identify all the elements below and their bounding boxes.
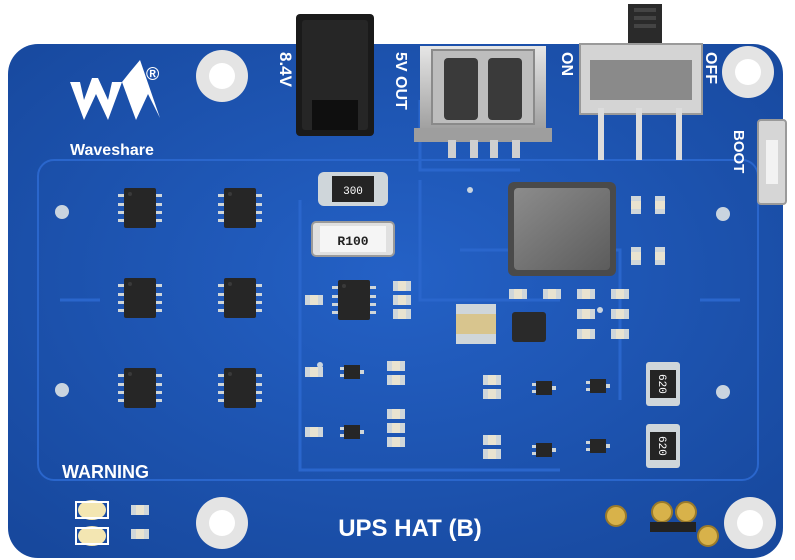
smd-component <box>393 309 411 319</box>
ic-chip <box>218 368 262 408</box>
ic-chip <box>332 280 376 320</box>
smd-component <box>387 409 405 419</box>
smd-component <box>393 295 411 305</box>
smd-capacitor <box>655 196 665 214</box>
smd-component <box>305 427 323 437</box>
pcb-outline-trace <box>37 159 759 481</box>
smd-component <box>483 389 501 399</box>
smd-component <box>305 367 323 377</box>
power-resistor-2-label: 620 <box>655 436 667 456</box>
status-leds <box>75 500 109 546</box>
waveshare-logo-mark <box>70 60 160 120</box>
smd-component <box>387 423 405 433</box>
smd-component <box>483 375 501 385</box>
boot-button <box>757 119 787 205</box>
resistor-300: 300 <box>318 172 388 206</box>
smd-component <box>131 529 149 539</box>
smd-component <box>577 289 595 299</box>
power-resistor-2: 620 <box>646 424 680 468</box>
usb-a-port <box>414 46 552 158</box>
smd-component <box>611 289 629 299</box>
ic-chip <box>118 368 162 408</box>
boot-label: BOOT <box>730 130 747 173</box>
usb-output-label: 5V OUT <box>392 52 409 110</box>
registered-mark: ® <box>146 64 159 84</box>
ic-chip <box>118 278 162 318</box>
power-resistor-1-label: 620 <box>655 374 667 394</box>
smd-component <box>611 309 629 319</box>
smd-component <box>483 435 501 445</box>
via-holes <box>55 187 730 399</box>
smd-component <box>305 295 323 305</box>
smd-capacitor <box>631 196 641 214</box>
smd-component <box>577 309 595 319</box>
qfn-chip <box>512 312 546 342</box>
power-inductor <box>508 182 616 276</box>
ic-chip <box>118 188 162 228</box>
tantalum-capacitor <box>456 304 496 344</box>
waveshare-logo: ® Waveshare <box>70 60 160 159</box>
smd-component <box>393 281 411 291</box>
input-voltage-label: 8.4V <box>276 52 295 88</box>
pcb-traces <box>60 100 740 472</box>
shunt-resistor-label: R100 <box>337 234 368 249</box>
smd-component <box>577 329 595 339</box>
smd-component <box>387 361 405 371</box>
warning-label: WARNING <box>62 462 149 482</box>
smd-component <box>611 329 629 339</box>
switch-off-label: OFF <box>702 52 719 84</box>
switch-on-label: ON <box>558 52 575 76</box>
ic-chip <box>218 278 262 318</box>
smd-capacitor <box>631 247 641 265</box>
smd-component <box>509 289 527 299</box>
ic-chip <box>218 188 262 228</box>
resistor-300-label: 300 <box>343 186 363 198</box>
brand-name: Waveshare <box>70 142 154 159</box>
smd-component <box>387 375 405 385</box>
power-slide-switch <box>579 4 703 160</box>
mounting-hole-bottom-right <box>724 497 776 549</box>
mounting-hole-top-left <box>196 50 248 102</box>
board-title: UPS HAT (B) <box>338 515 482 542</box>
smd-component <box>483 449 501 459</box>
smd-component <box>387 437 405 447</box>
mounting-hole-bottom-left <box>196 497 248 549</box>
power-resistor-1: 620 <box>646 362 680 406</box>
pogo-pins <box>605 501 719 547</box>
smd-capacitor <box>655 247 665 265</box>
shunt-resistor: R100 <box>311 221 395 257</box>
smd-component <box>543 289 561 299</box>
mounting-hole-top-right <box>722 46 774 98</box>
smd-component <box>131 505 149 515</box>
dc-barrel-jack <box>296 14 374 136</box>
